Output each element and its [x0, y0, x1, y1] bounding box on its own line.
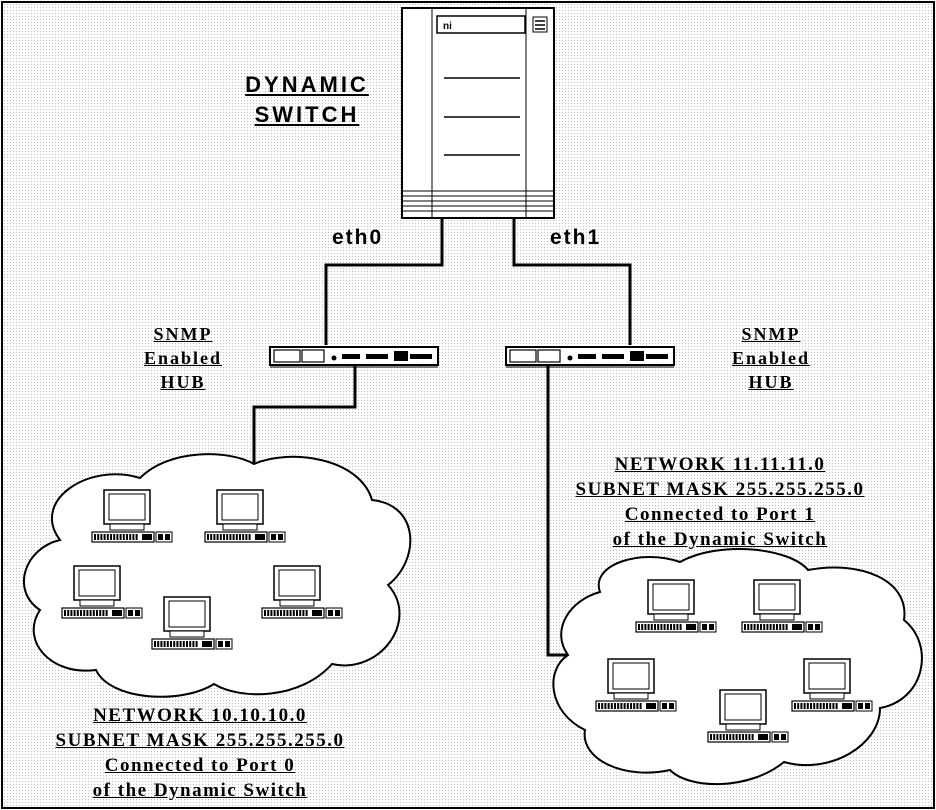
hub-right-label: SNMP Enabled HUB: [716, 322, 826, 394]
network-left-line4: of the Dynamic Switch: [40, 778, 360, 803]
network-right-line2: SUBNET MASK 255.255.255.0: [560, 477, 880, 502]
hub-right-line1: SNMP: [716, 322, 826, 346]
network-left-label: NETWORK 10.10.10.0 SUBNET MASK 255.255.2…: [40, 703, 360, 803]
left-hub-to-network-link: [254, 365, 355, 464]
network-left-line3: Connected to Port 0: [40, 753, 360, 778]
port-eth0-label: eth0: [332, 226, 383, 250]
hub-left-line1: SNMP: [128, 322, 238, 346]
network-right-line3: Connected to Port 1: [560, 502, 880, 527]
network-left-line1: NETWORK 10.10.10.0: [40, 703, 360, 728]
network-right-line4: of the Dynamic Switch: [560, 527, 880, 552]
hub-left-line3: HUB: [128, 370, 238, 394]
switch-title: DYNAMIC SWITCH: [222, 70, 392, 130]
dynamic-switch-icon: ni: [402, 8, 554, 218]
hub-left-label: SNMP Enabled HUB: [128, 322, 238, 394]
hub-right-icon: [506, 347, 674, 367]
hub-right-line2: Enabled: [716, 346, 826, 370]
switch-title-line2: SWITCH: [222, 100, 392, 130]
port-eth1-label: eth1: [550, 226, 601, 250]
network-left-line2: SUBNET MASK 255.255.255.0: [40, 728, 360, 753]
switch-panel-label: ni: [443, 21, 452, 32]
network-right-label: NETWORK 11.11.11.0 SUBNET MASK 255.255.2…: [560, 452, 880, 552]
hub-left-icon: [270, 347, 438, 367]
switch-title-line1: DYNAMIC: [222, 70, 392, 100]
hub-right-line3: HUB: [716, 370, 826, 394]
network-right-line1: NETWORK 11.11.11.0: [560, 452, 880, 477]
hub-left-line2: Enabled: [128, 346, 238, 370]
